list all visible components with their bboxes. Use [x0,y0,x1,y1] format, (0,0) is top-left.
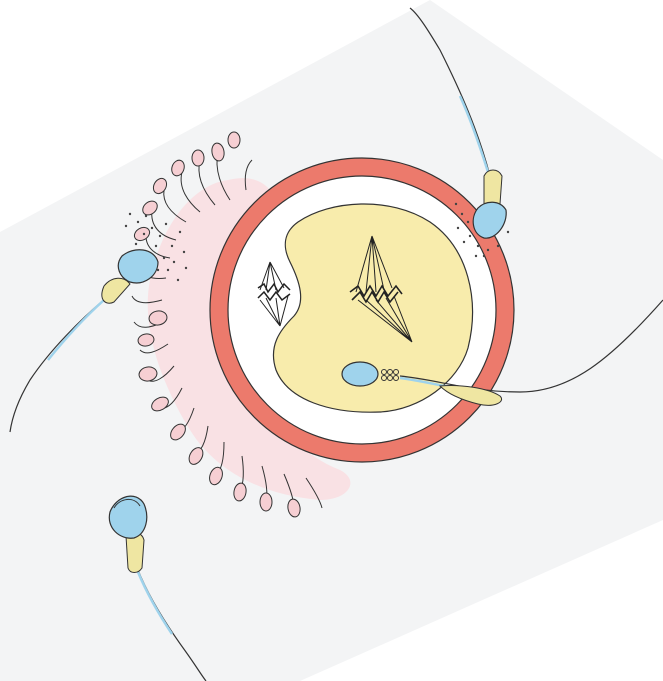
fertilizing-sperm-head [342,362,378,386]
